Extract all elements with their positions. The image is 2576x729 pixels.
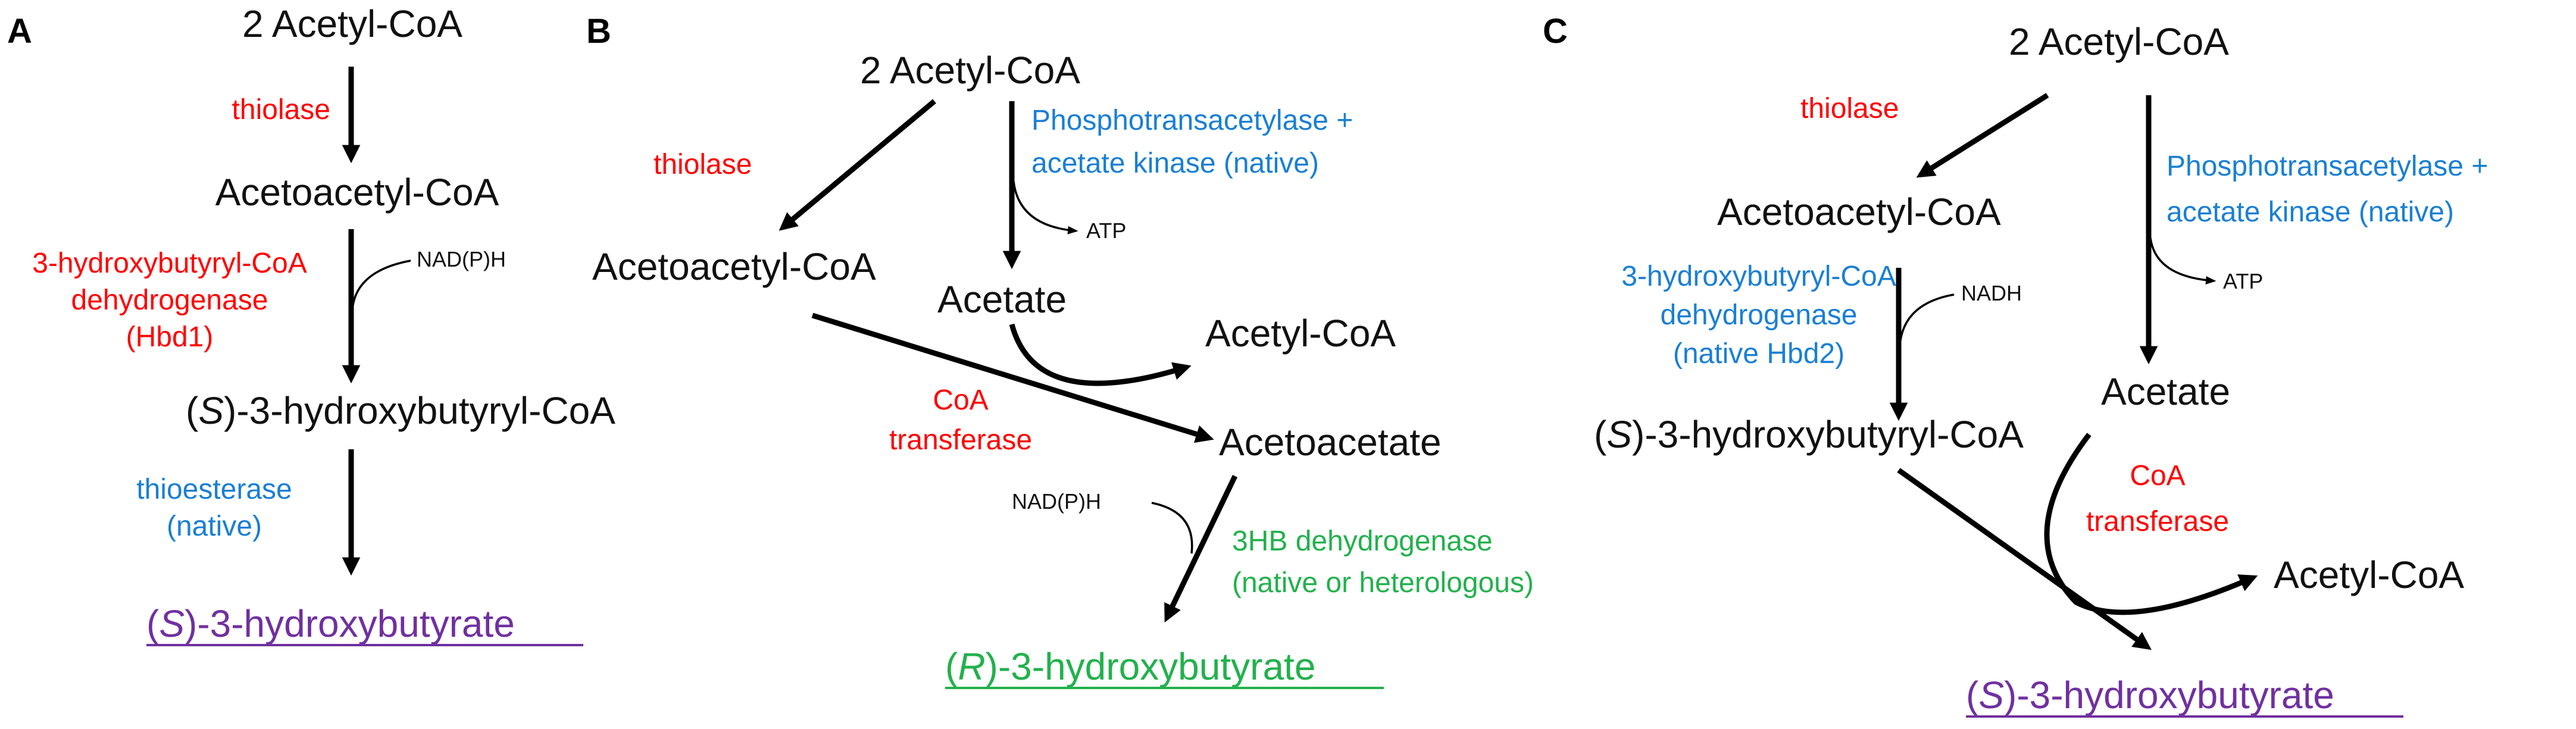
b-product-stereo: R <box>958 645 985 688</box>
c-atp-curve <box>2149 237 2217 284</box>
a-hb-coa: (S)-3-hydroxybutyryl-CoA <box>186 389 615 432</box>
c-cofactor-curve <box>1899 293 1955 346</box>
b-cofactor-label: NAD(P)H <box>1012 489 1101 514</box>
b-arrow-acetate-curve <box>1009 323 1192 386</box>
c-hbd2-line1: 3-hydroxybutyryl-CoA <box>1621 261 1896 292</box>
b-product-suffix: )-3-hydroxybutyrate <box>986 645 1316 688</box>
c-pta-line2: acetate kinase (native) <box>2167 196 2454 228</box>
c-product-stereo: S <box>1978 674 2004 717</box>
a-hbd1-line3: (Hbd1) <box>126 321 214 353</box>
c-thiolase-label: thiolase <box>1800 93 1899 124</box>
a-hbd1-line2: dehydrogenase <box>71 284 268 316</box>
panel-b: B 2 Acetyl-CoA thiolase Phosphotransacet… <box>586 12 1534 689</box>
c-acetyl-coa-out: Acetyl-CoA <box>2274 553 2464 596</box>
panel-c: C 2 Acetyl-CoA thiolase Phosphotransacet… <box>1543 12 2488 718</box>
c-arrow-thiolase <box>1916 93 2049 178</box>
b-acetate: Acetate <box>937 278 1067 321</box>
a-product-stereo: S <box>159 602 185 645</box>
c-acetate: Acetate <box>2101 370 2230 413</box>
c-product-prefix: ( <box>1966 674 1978 717</box>
c-hb-coa: (S)-3-hydroxybutyryl-CoA <box>1594 413 2024 456</box>
b-thiolase-label: thiolase <box>654 149 752 180</box>
b-acetyl-coa-out: Acetyl-CoA <box>1205 312 1396 355</box>
b-arrow-thiolase <box>779 99 936 231</box>
c-hbd2-line3: (native Hbd2) <box>1673 338 1845 370</box>
a-product: (S)-3-hydroxybutyrate <box>146 602 515 645</box>
c-coa-line2: transferase <box>2086 506 2229 537</box>
b-atp-label: ATP <box>1086 218 1126 243</box>
a-product-suffix: )-3-hydroxybutyrate <box>185 602 515 645</box>
b-pta-line1: Phosphotransacetylase + <box>1031 105 1353 136</box>
a-cofactor-label: NAD(P)H <box>417 247 506 271</box>
c-product-suffix: )-3-hydroxybutyrate <box>2004 674 2334 717</box>
a-hb-coa-prefix: ( <box>186 389 198 432</box>
b-acetyl-coa: 2 Acetyl-CoA <box>860 49 1080 92</box>
c-atp-label: ATP <box>2223 269 2263 293</box>
a-thioesterase-line2: (native) <box>167 511 262 542</box>
a-hb-coa-suffix: )-3-hydroxybutyryl-CoA <box>224 389 615 432</box>
panel-label-c: C <box>1543 12 1568 51</box>
a-thiolase-label: thiolase <box>232 94 330 126</box>
b-arrow-3hb-dehydrogenase <box>1164 475 1238 623</box>
c-acetyl-coa: 2 Acetyl-CoA <box>2009 20 2229 63</box>
c-cofactor-label: NADH <box>1961 281 2022 305</box>
b-coa-line1: CoA <box>933 384 988 416</box>
a-hbd1-line1: 3-hydroxybutyryl-CoA <box>32 248 307 279</box>
c-pta-line1: Phosphotransacetylase + <box>2167 151 2488 182</box>
b-arrow-coa-transferase <box>811 312 1214 443</box>
a-product-prefix: ( <box>146 602 159 645</box>
b-product: (R)-3-hydroxybutyrate <box>945 645 1315 688</box>
b-acetoacetyl-coa: Acetoacetyl-CoA <box>592 245 876 288</box>
a-cofactor-curve <box>351 259 411 310</box>
c-coa-line1: CoA <box>2130 460 2185 492</box>
b-acetoacetate: Acetoacetate <box>1219 421 1442 464</box>
c-hb-coa-suffix: )-3-hydroxybutyryl-CoA <box>1632 413 2024 456</box>
c-hb-coa-prefix: ( <box>1594 413 1606 456</box>
c-arrow-coa-transferase <box>1897 468 2152 650</box>
b-cofactor-curve <box>1151 502 1193 554</box>
a-hb-coa-stereo: S <box>198 389 224 432</box>
c-product: (S)-3-hydroxybutyrate <box>1966 674 2334 717</box>
b-pta-line2: acetate kinase (native) <box>1031 148 1319 179</box>
c-hbd2-line2: dehydrogenase <box>1661 299 1858 331</box>
b-hbdh-line2: (native or heterologous) <box>1232 567 1534 599</box>
a-thioesterase-line1: thioesterase <box>136 474 292 505</box>
b-product-prefix: ( <box>945 645 958 688</box>
c-hb-coa-stereo: S <box>1606 413 1632 456</box>
a-acetoacetyl-coa: Acetoacetyl-CoA <box>215 171 499 214</box>
b-coa-line2: transferase <box>889 424 1032 456</box>
c-acetoacetyl-coa: Acetoacetyl-CoA <box>1717 190 2001 233</box>
panel-label-a: A <box>7 12 32 51</box>
panel-a: A 2 Acetyl-CoA thiolase Acetoacetyl-CoA … <box>7 2 615 646</box>
c-arrow-acetate-curve <box>2044 433 2258 615</box>
panel-label-b: B <box>586 12 611 51</box>
b-atp-curve <box>1012 181 1078 234</box>
b-hbdh-line1: 3HB dehydrogenase <box>1232 525 1493 557</box>
a-acetyl-coa: 2 Acetyl-CoA <box>242 2 462 45</box>
